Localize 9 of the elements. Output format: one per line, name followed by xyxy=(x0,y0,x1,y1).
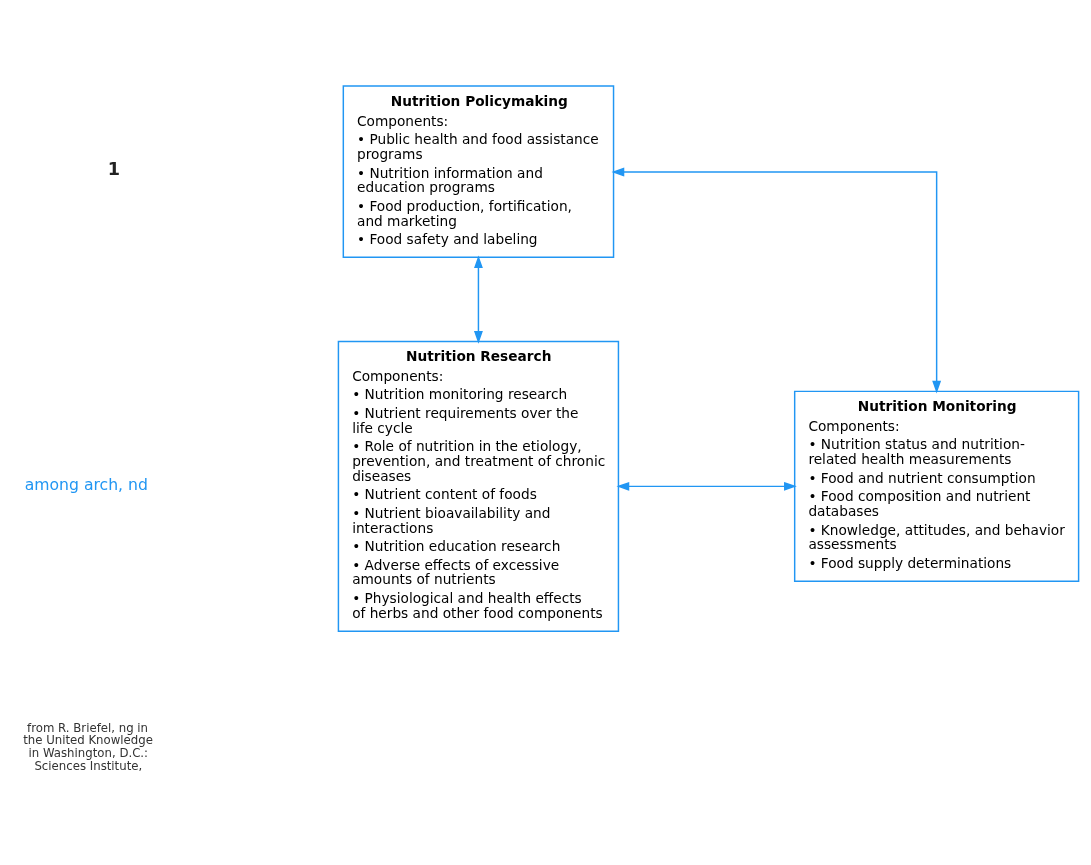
node-box: Nutrition Research Components: • Nutrition monitoring research • Nutrient requirements over the life cycle • Role of nutrition in the etiology, prevention, and treatment of chronic diseases • Nutrient content of foods • Nutrient bioavailability and interactions • Nutrition education research • Adverse effects of excessive amounts of nutrients • Physiological and health effects of herbs and other food components xyxy=(337,340,620,632)
label: from R. Briefel, ng in the United Knowledge in Washington, D.C.: Sciences Institute, xyxy=(23,720,153,773)
node-box: Nutrition Monitoring Components: • Nutrition status and nutrition-related health measurements • Food and nutrient consumption • Food composition and nutrient databases • Knowledge, attitudes, and behavior assessments • Food supply determinations xyxy=(793,390,1080,582)
label: among arch, nd xyxy=(24,474,148,494)
arrow xyxy=(616,481,797,491)
arrow xyxy=(611,167,942,393)
node-box: Nutrition Policymaking Components: • Public health and food assistance programs • Nutrition information and education programs • Food production, fortification, and marketing • Food safety and labeling xyxy=(342,84,615,258)
label: 1 xyxy=(107,158,121,179)
arrow xyxy=(473,254,483,344)
